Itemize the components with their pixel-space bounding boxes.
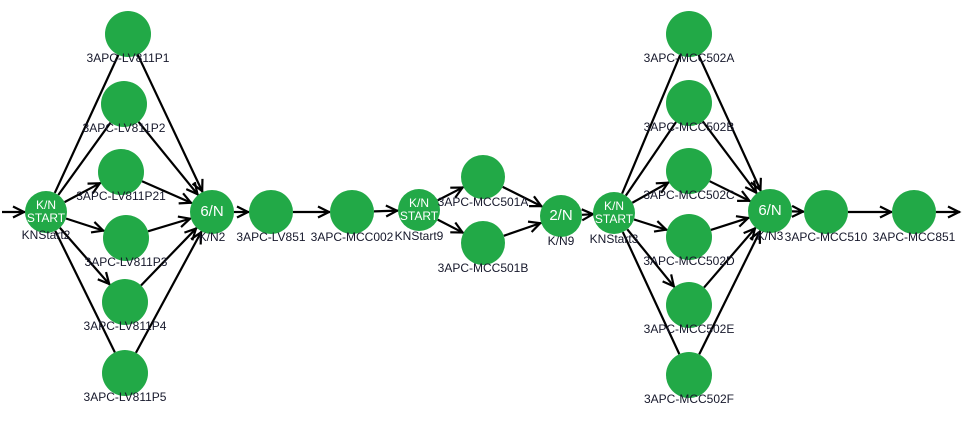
edge-mcc502f-to-kn3 bbox=[698, 230, 762, 355]
edge-mcc501a-to-kn9 bbox=[502, 185, 543, 208]
node-kn2-text: 6/N bbox=[200, 203, 224, 221]
edge-lv811p3-to-kn2 bbox=[147, 217, 192, 233]
node-kn3-text: 6/N bbox=[758, 202, 782, 220]
edge-mcc002-to-knstart9 bbox=[373, 209, 399, 213]
node-knstart9-text: K/N START bbox=[399, 196, 439, 223]
arrowhead-mcc502f-to-kn3 bbox=[749, 229, 761, 244]
node-lv851[interactable] bbox=[249, 190, 293, 234]
node-kn9-text: 2/N bbox=[549, 207, 573, 225]
arrowhead-kn2-to-lv851 bbox=[236, 205, 251, 219]
edge-knstart3-to-mcc502f bbox=[621, 231, 681, 355]
node-knstart3-text: K/N START bbox=[594, 199, 634, 226]
arrowhead-mcc002-to-knstart9 bbox=[385, 204, 400, 218]
node-mcc502b[interactable] bbox=[666, 80, 712, 126]
node-lv811p3[interactable] bbox=[103, 215, 149, 261]
node-mcc502f[interactable] bbox=[666, 352, 712, 398]
arrowhead-kn3-to-mcc510 bbox=[791, 204, 806, 218]
edge-knstart3-to-mcc502e bbox=[626, 228, 676, 288]
edge-lv811p2-to-kn2 bbox=[137, 121, 199, 196]
edge-lv811p4-to-kn2 bbox=[140, 227, 198, 287]
arrowhead-mcc502d-to-kn3 bbox=[735, 215, 751, 228]
edge-lv811p1-to-kn2 bbox=[136, 54, 204, 193]
arrowhead-entry-to-knstart2 bbox=[12, 205, 27, 219]
node-mcc502d[interactable] bbox=[666, 214, 712, 260]
arrowhead-lv811p3-to-kn2 bbox=[177, 215, 193, 228]
edge-knstart2-to-lv811p3 bbox=[65, 217, 105, 232]
node-kn2[interactable]: 6/N bbox=[190, 190, 234, 234]
node-mcc502c[interactable] bbox=[666, 148, 712, 194]
edge-knstart3-to-mcc502a bbox=[621, 54, 682, 195]
node-mcc502e[interactable] bbox=[666, 282, 712, 328]
node-lv811p1[interactable] bbox=[105, 11, 151, 57]
arrowhead-lv851-to-mcc002 bbox=[317, 205, 332, 219]
node-knstart9[interactable]: K/N START bbox=[398, 189, 440, 231]
edge-knstart9-to-mcc501b bbox=[437, 218, 464, 234]
node-mcc002[interactable] bbox=[330, 190, 374, 234]
edge-knstart9-to-mcc501a bbox=[437, 186, 464, 202]
arrowhead-kn9-to-knstart3 bbox=[581, 208, 596, 222]
edge-mcc501b-to-kn9 bbox=[503, 221, 542, 237]
node-mcc501a[interactable] bbox=[461, 155, 505, 199]
arrowhead-lv811p5-to-kn2 bbox=[190, 230, 203, 245]
node-kn3[interactable]: 6/N bbox=[748, 189, 792, 233]
edge-mcc502a-to-kn3 bbox=[697, 54, 762, 192]
node-lv811p4[interactable] bbox=[102, 279, 148, 325]
node-lv811p5[interactable] bbox=[102, 350, 148, 396]
edge-lv811p21-to-kn2 bbox=[141, 180, 193, 205]
edge-knstart2-to-lv811p5 bbox=[54, 230, 116, 353]
edge-mcc502c-to-kn3 bbox=[709, 180, 751, 203]
edge-mcc502b-to-kn3 bbox=[701, 120, 758, 195]
edge-mcc502e-to-kn3 bbox=[703, 226, 757, 289]
node-knstart2-text: K/N START bbox=[26, 198, 66, 225]
node-lv811p2[interactable] bbox=[101, 81, 147, 127]
node-knstart2[interactable]: K/N START bbox=[25, 191, 67, 233]
arrowhead-knstart3-to-mcc502c bbox=[655, 181, 671, 194]
edge-mcc502d-to-kn3 bbox=[710, 216, 750, 232]
edge-knstart2-to-lv811p2 bbox=[57, 122, 112, 196]
edge-knstart2-to-lv811p4 bbox=[59, 227, 111, 286]
edge-knstart3-to-mcc502b bbox=[624, 121, 677, 197]
edge-knstart3-to-mcc502d bbox=[633, 218, 668, 232]
edge-knstart2-to-lv811p21 bbox=[64, 181, 102, 204]
arrowhead-knstart9-to-mcc501a bbox=[450, 186, 465, 199]
arrowhead-mcc851-to-exit bbox=[947, 205, 962, 219]
node-knstart3[interactable]: K/N START bbox=[593, 192, 635, 234]
arrowhead-mcc501b-to-kn9 bbox=[527, 220, 543, 233]
arrowhead-knstart2-to-lv811p21 bbox=[87, 182, 102, 194]
edge-knstart2-to-lv811p1 bbox=[53, 54, 120, 194]
node-mcc851[interactable] bbox=[892, 190, 936, 234]
node-lv811p21[interactable] bbox=[98, 149, 144, 195]
edge-lv811p5-to-kn2 bbox=[134, 230, 203, 354]
node-mcc502a[interactable] bbox=[666, 11, 712, 57]
node-kn9[interactable]: 2/N bbox=[540, 195, 582, 237]
node-mcc501b[interactable] bbox=[461, 221, 505, 265]
edge-knstart3-to-mcc502c bbox=[631, 181, 670, 204]
node-mcc510[interactable] bbox=[804, 190, 848, 234]
arrowhead-mcc510-to-mcc851 bbox=[879, 205, 894, 219]
